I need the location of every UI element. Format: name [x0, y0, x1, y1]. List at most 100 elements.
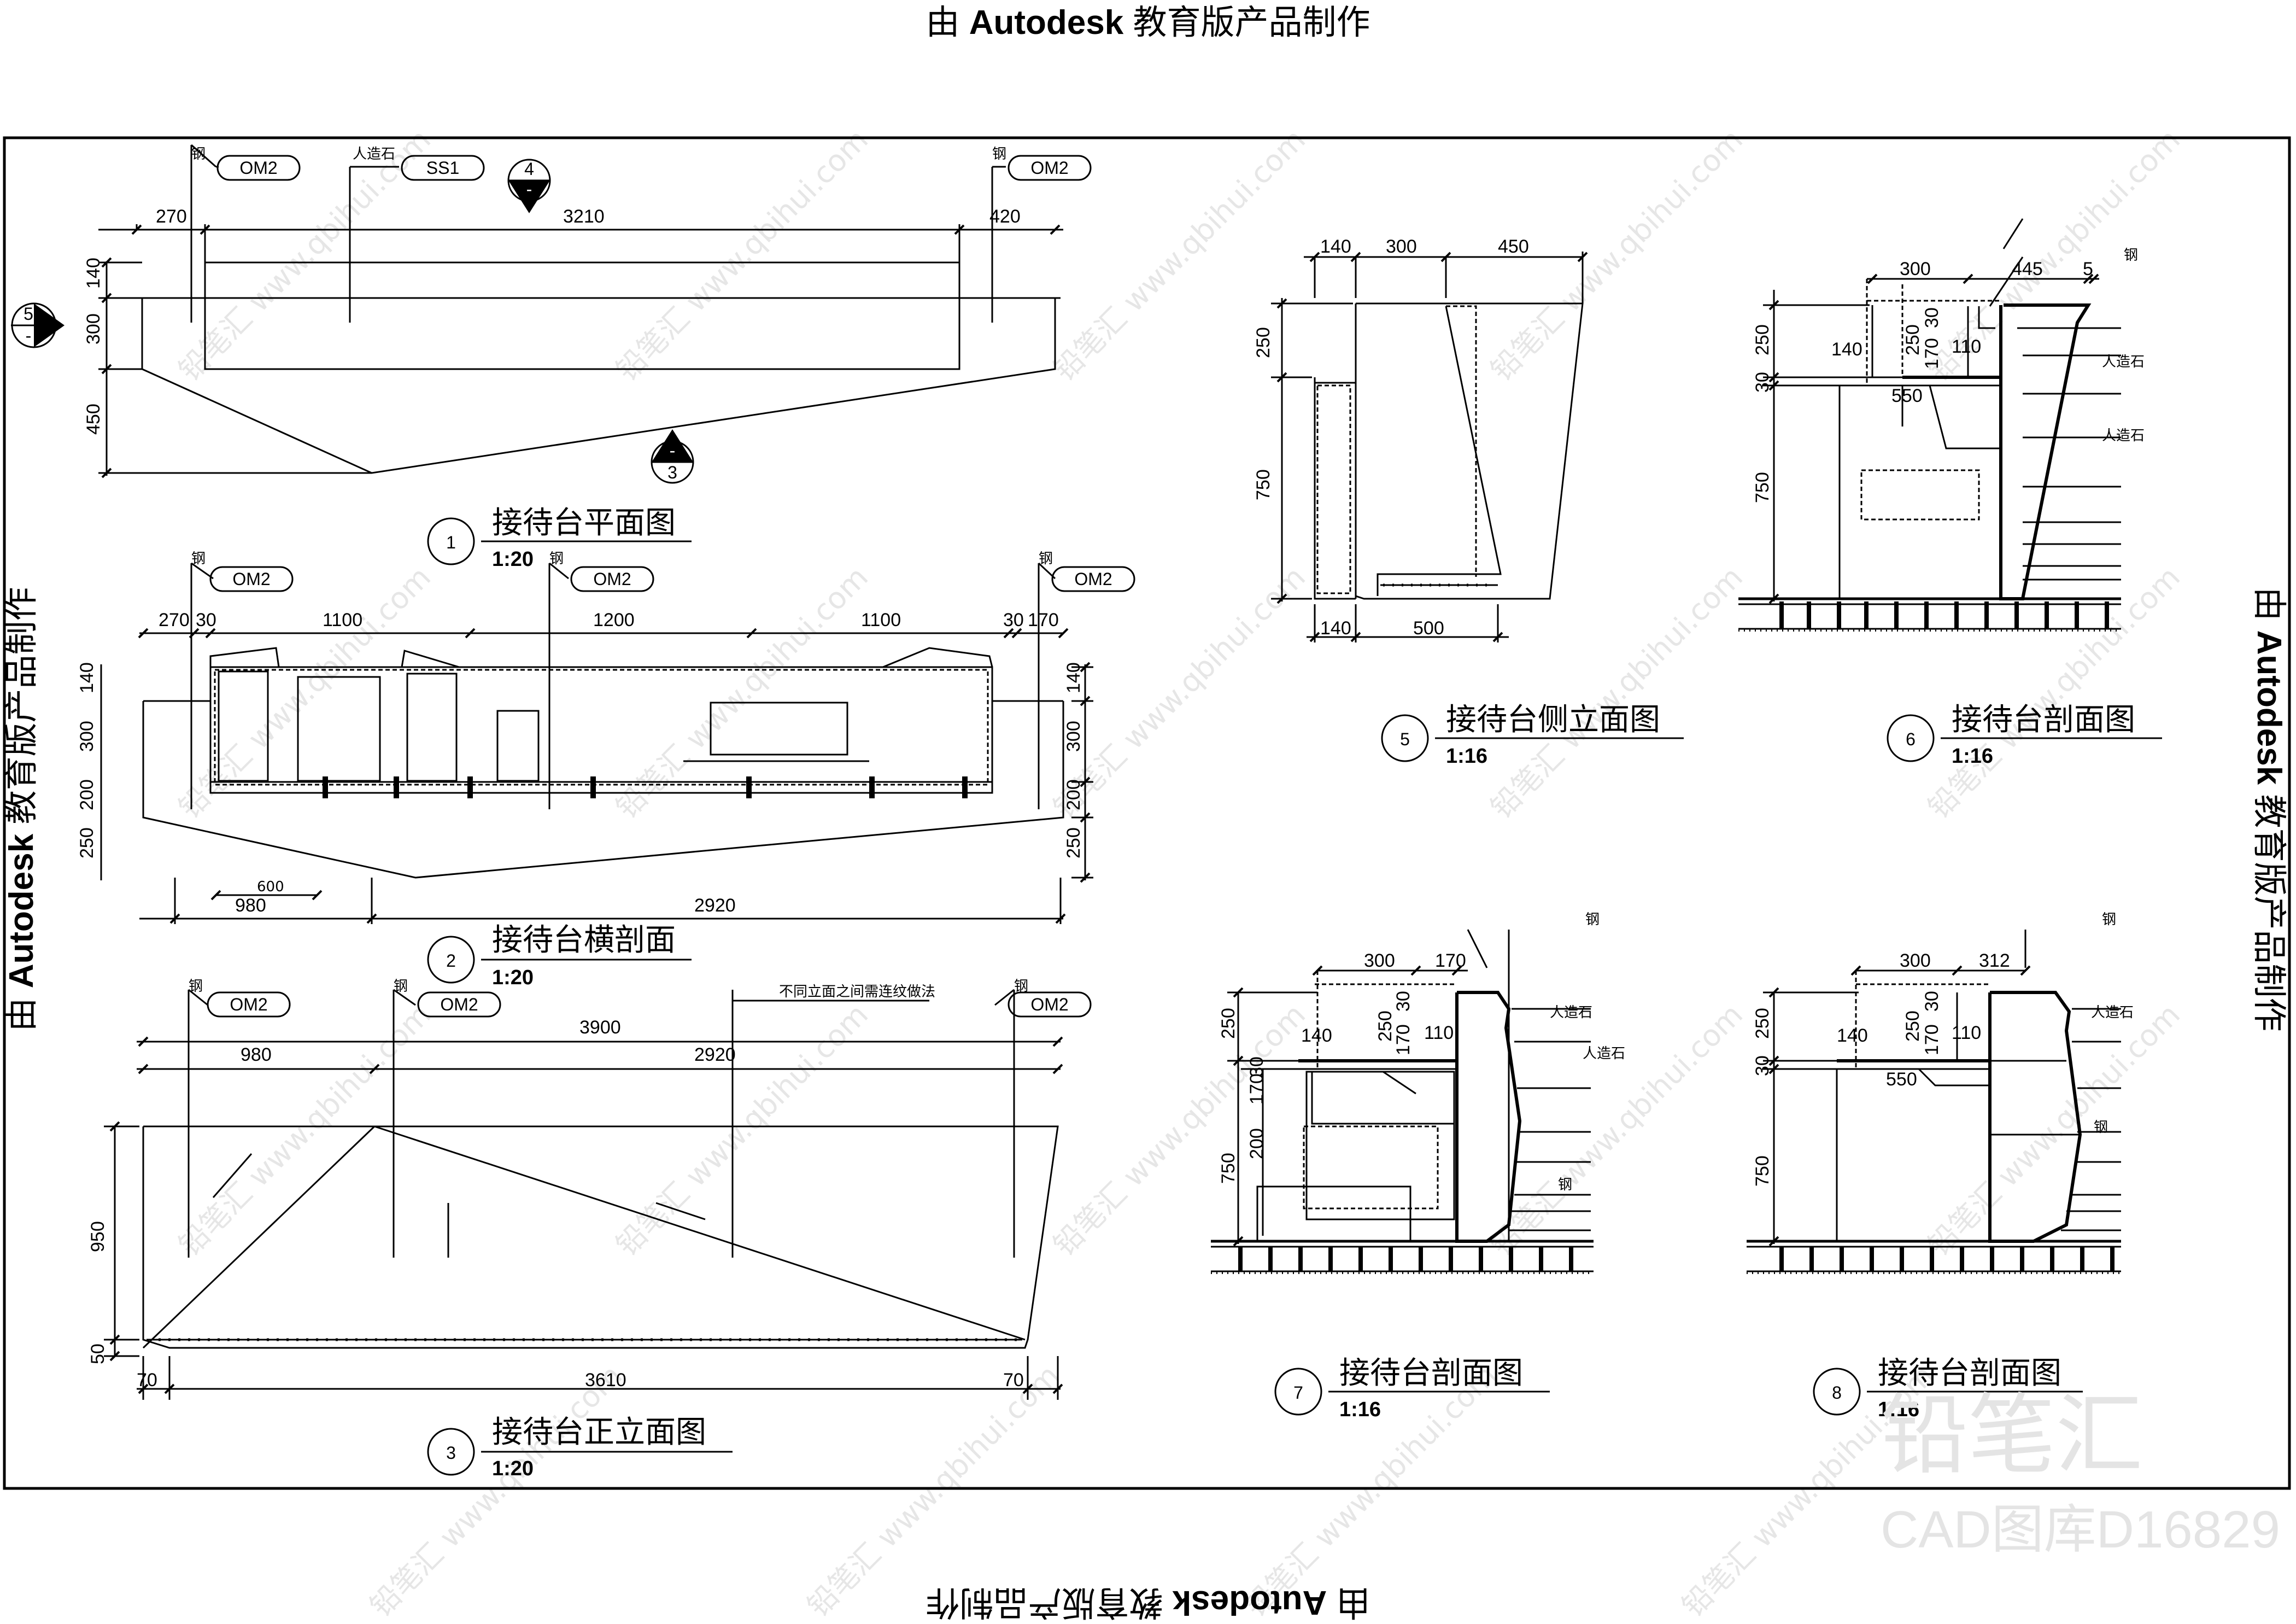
- plan-tag-ss1: SS1: [426, 158, 459, 178]
- sec6-dim: 250: [1752, 324, 1773, 355]
- sec7-dim: 250: [1375, 1010, 1396, 1042]
- title-8: 8 接待台剖面图 1:16: [1813, 1356, 2083, 1421]
- sec2-tag-steel: 钢: [191, 551, 206, 567]
- elev3-tag-om2: OM2: [1030, 995, 1068, 1014]
- sec7-dim: 750: [1218, 1153, 1239, 1184]
- edu-stamp-bottom: 由 Autodesk 教育版产品制作: [926, 1584, 1370, 1621]
- sec6-dim: 140: [1831, 339, 1862, 360]
- sec8-dim: 170: [1922, 1024, 1942, 1055]
- front-elevation: [104, 990, 1061, 1400]
- svg-text:6: 6: [1906, 729, 1916, 749]
- sec2-tags: [191, 562, 1135, 592]
- svg-text:1:20: 1:20: [492, 966, 534, 989]
- sec7-dim: 170: [1393, 1024, 1414, 1055]
- title-6: 6 接待台剖面图 1:16: [1887, 702, 2162, 768]
- sec6-dim: 30: [1922, 307, 1942, 328]
- svg-text:3: 3: [667, 463, 677, 482]
- svg-text:5: 5: [1400, 729, 1410, 749]
- elev3-tag-om2: OM2: [230, 995, 267, 1014]
- sec6-dim: 110: [1952, 336, 1981, 357]
- sec6-dim: 550: [1891, 385, 1923, 406]
- sec8-tag-steel: 钢: [2094, 1119, 2108, 1136]
- sec2-tag-om2: OM2: [1074, 569, 1112, 589]
- plan-dim-450: 450: [83, 404, 104, 435]
- svg-text:1:16: 1:16: [1446, 745, 1487, 768]
- side5-dim: 140: [1320, 618, 1351, 639]
- section-mark-4: 4 -: [507, 159, 551, 213]
- sec7-dim: 170: [1246, 1073, 1267, 1105]
- sec2-dim: 30: [1003, 610, 1024, 630]
- svg-text:接待台剖面图: 接待台剖面图: [1952, 702, 2135, 738]
- elev3-tags: [188, 989, 1092, 1018]
- sec2-left-dim: 250: [77, 827, 97, 858]
- sec2-dim-2920: 2920: [694, 895, 736, 916]
- sec7-dim: 140: [1301, 1025, 1332, 1046]
- plan-dim-300: 300: [83, 313, 104, 344]
- cross-section-posts: [323, 776, 968, 798]
- plan-tags: [191, 144, 1092, 181]
- side-elevation: [1271, 252, 1584, 642]
- svg-text:1:20: 1:20: [492, 1457, 534, 1480]
- section-7: [1211, 929, 1594, 1274]
- sec8-dim: 30: [1922, 991, 1942, 1012]
- sec2-dim: 1100: [323, 610, 362, 630]
- sec2-side-dim: 250: [1063, 827, 1084, 858]
- section-mark-3: - 3: [651, 429, 694, 484]
- svg-text:接待台侧立面图: 接待台侧立面图: [1446, 702, 1660, 738]
- sec2-side-dim: 140: [1063, 662, 1084, 693]
- title-2: 2 接待台横剖面 1:20: [427, 922, 692, 989]
- sec8-dim: 312: [1979, 950, 2010, 971]
- plan-tag-steel-2: 钢: [992, 146, 1006, 162]
- side5-dim: 140: [1320, 236, 1351, 257]
- sec8-tag-steel: 钢: [2102, 912, 2116, 928]
- svg-text:-: -: [26, 326, 32, 346]
- sec7-dim: 200: [1246, 1128, 1267, 1159]
- section-8: [1747, 930, 2121, 1274]
- sec7-tag-stone: 人造石: [1583, 1045, 1625, 1062]
- edu-stamp-left: 由 Autodesk 教育版产品制作: [3, 587, 40, 1032]
- cross-section: [139, 563, 1093, 924]
- sec2-dim: 1200: [593, 610, 635, 630]
- sec2-left-dim: 300: [77, 721, 97, 752]
- sec2-dim: 30: [196, 610, 216, 630]
- svg-text:1:16: 1:16: [1878, 1398, 1919, 1421]
- sec2-tag-steel: 钢: [549, 551, 564, 567]
- title-5: 5 接待台侧立面图 1:16: [1381, 702, 1684, 768]
- side5-dim: 500: [1413, 618, 1444, 639]
- svg-text:1:20: 1:20: [492, 548, 534, 571]
- elev3-dim: 70: [1003, 1370, 1024, 1391]
- sec8-tag-stone: 人造石: [2091, 1004, 2134, 1021]
- watermark-catalog: CAD图库D16829: [1881, 1500, 2280, 1559]
- svg-text:1: 1: [446, 533, 456, 552]
- edu-stamp-top: 由 Autodesk 教育版产品制作: [926, 4, 1370, 42]
- sec6-dim: 300: [1900, 259, 1931, 279]
- elev3-dim: 3610: [585, 1370, 626, 1391]
- plan-tag-steel-1: 钢: [191, 146, 206, 162]
- svg-text:接待台剖面图: 接待台剖面图: [1878, 1356, 2061, 1391]
- elev3-dim: 950: [87, 1221, 108, 1252]
- watermark-text: 铅笔汇 www.qbihui.com: [1047, 560, 1312, 825]
- elev3-tag-steel: 钢: [1014, 978, 1028, 995]
- sec6-tag-stone: 人造石: [2102, 354, 2145, 370]
- elev3-dim: 70: [137, 1370, 157, 1391]
- watermark-text: 铅笔汇 www.qbihui.com: [364, 1358, 629, 1623]
- sec2-tag-om2: OM2: [593, 569, 631, 589]
- svg-text:2: 2: [446, 951, 456, 971]
- svg-text:8: 8: [1832, 1383, 1842, 1403]
- elev3-tag-steel: 钢: [189, 978, 203, 995]
- sec2-side-dim: 200: [1063, 779, 1084, 810]
- elev3-dim: 50: [87, 1343, 108, 1364]
- section-8-posts: [1779, 1247, 2115, 1271]
- svg-text:-: -: [526, 179, 532, 199]
- plan-tag-om2-2: OM2: [1030, 158, 1068, 178]
- sec8-dim: 300: [1900, 950, 1931, 971]
- sec8-dim: 140: [1837, 1025, 1868, 1046]
- sec2-dim-600: 600: [257, 879, 284, 895]
- svg-text:-: -: [670, 441, 676, 460]
- sec6-tag-stone: 人造石: [2102, 428, 2145, 444]
- elev3-note-mitre: 不同立面之间需连纹做法: [779, 984, 935, 1000]
- section-6-posts: [1779, 601, 2109, 629]
- svg-text:5: 5: [24, 304, 33, 324]
- sec8-dim: 250: [1902, 1010, 1923, 1042]
